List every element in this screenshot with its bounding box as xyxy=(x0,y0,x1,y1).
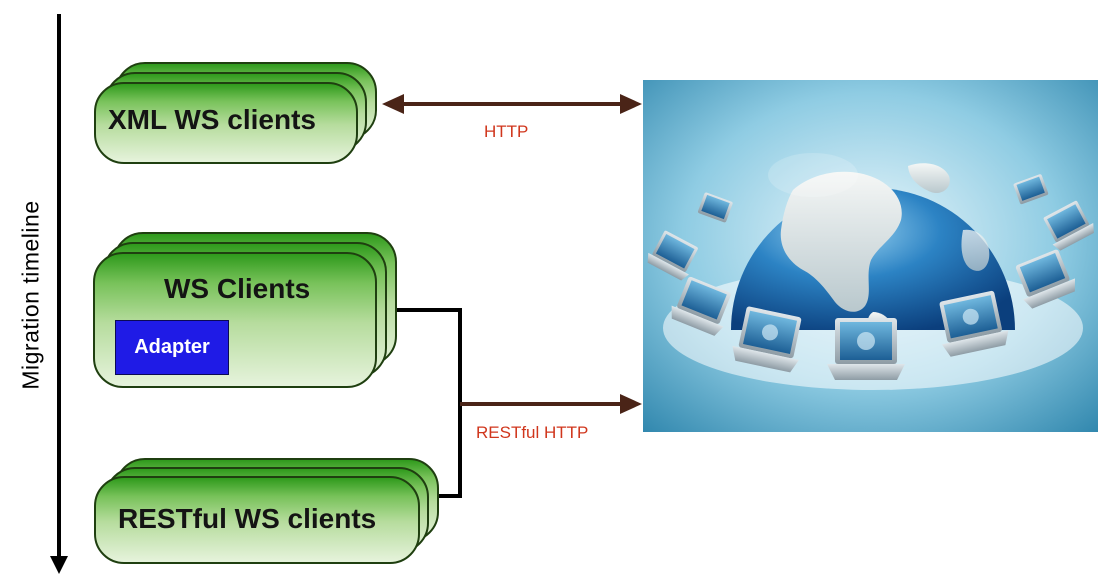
card-front xyxy=(94,82,358,164)
laptop-icons xyxy=(647,174,1094,380)
http-double-arrow xyxy=(382,94,642,114)
xml-ws-clients-label: XML WS clients xyxy=(108,104,316,135)
globe-network-image xyxy=(643,80,1098,432)
ws-clients-label: WS Clients xyxy=(164,273,311,304)
timeline-label: Migration timeline xyxy=(17,200,44,390)
adapter-box: Adapter xyxy=(115,320,229,375)
restful-bracket-connector xyxy=(397,308,642,498)
restful-ws-clients-label: RESTful WS clients xyxy=(118,503,377,534)
restful-http-label: RESTful HTTP xyxy=(476,423,589,442)
card-front xyxy=(94,476,420,564)
timeline-arrow-head xyxy=(50,556,68,574)
http-label: HTTP xyxy=(484,122,529,141)
